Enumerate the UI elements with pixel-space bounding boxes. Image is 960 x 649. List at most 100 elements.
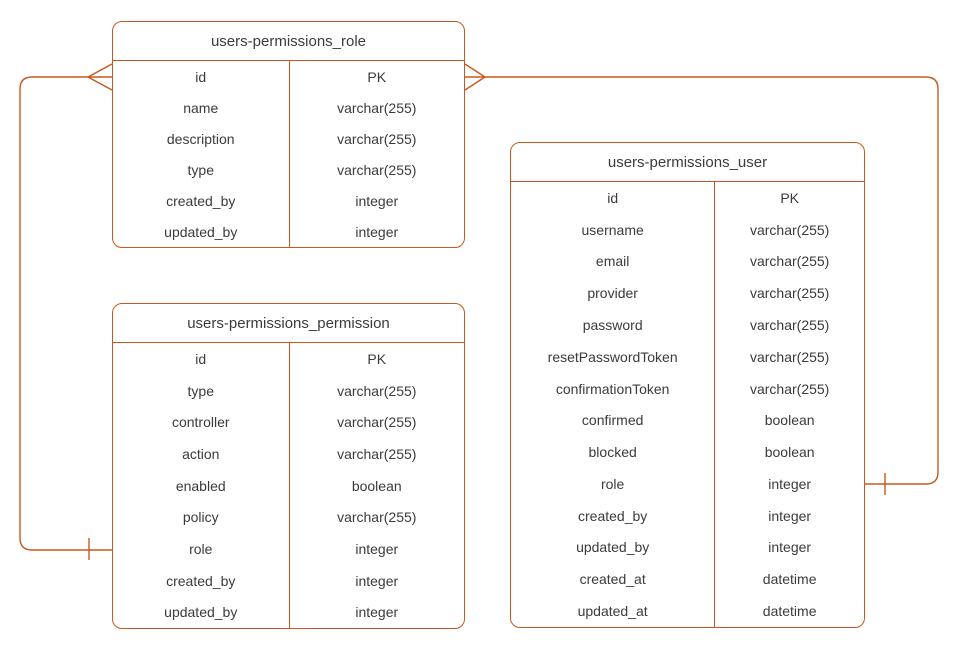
field-type: varchar(255) (288, 154, 465, 185)
field-type: PK (288, 343, 465, 375)
entity-table-users-permissions-role[interactable]: users-permissions_role id PK name varchar(2… (112, 21, 465, 248)
table-row: role integer (113, 533, 464, 565)
table-row: created_by integer (113, 564, 465, 597)
field-type: varchar(255) (288, 374, 465, 407)
field-name: role (189, 540, 213, 557)
field-type: integer (288, 564, 465, 597)
field-type: varchar(255) (714, 245, 864, 278)
field-name: email (595, 253, 630, 270)
entity-table-rows: id PK type varchar(255) controller varchar(25… (113, 343, 465, 629)
connector-line (485, 76, 939, 485)
field-type: varchar(255) (714, 213, 864, 246)
table-row: email varchar(255) (511, 245, 864, 278)
field-name: name (183, 99, 219, 116)
field-name: id (195, 68, 207, 85)
table-row: resetPasswordToken varchar(255) (511, 340, 864, 373)
field-name: action (182, 445, 220, 462)
table-row: confirmationToken varchar(255) (511, 372, 864, 405)
table-row: updated_by integer (113, 596, 465, 629)
field-type: varchar(255) (288, 92, 465, 123)
field-name: created_by (166, 572, 236, 589)
table-row: created_at datetime (511, 563, 864, 596)
field-name: enabled (175, 477, 226, 494)
relationship-role-permission[interactable] (19, 63, 113, 560)
table-row: password varchar(255) (511, 309, 864, 341)
field-type: varchar(255) (714, 309, 864, 341)
table-row: id PK (511, 182, 864, 214)
entity-table-title: users-permissions_role (113, 22, 464, 61)
table-row: policy varchar(255) (113, 501, 465, 534)
connector-line (19, 76, 112, 551)
table-row: created_by integer (511, 499, 864, 532)
field-name: blocked (588, 444, 637, 461)
field-type: varchar(255) (288, 438, 465, 470)
field-name: created_by (166, 192, 236, 209)
table-row: updated_by integer (113, 216, 464, 247)
field-type: boolean (714, 404, 864, 437)
field-name: updated_by (576, 539, 650, 556)
field-name: type (187, 161, 214, 178)
table-row: confirmed boolean (511, 404, 864, 437)
field-type: varchar(255) (714, 372, 864, 405)
field-type: integer (714, 531, 864, 564)
field-type: varchar(255) (288, 501, 465, 534)
field-type: integer (288, 216, 465, 247)
field-type: boolean (288, 469, 465, 502)
table-row: id PK (113, 343, 464, 375)
field-name: type (187, 382, 214, 399)
field-type: varchar(255) (288, 123, 465, 154)
field-name: id (607, 189, 619, 206)
field-name: controller (171, 414, 230, 431)
field-name: created_at (579, 571, 646, 588)
field-type: integer (714, 499, 864, 532)
field-name: id (195, 350, 207, 367)
field-name: confirmed (581, 412, 644, 429)
crow-foot-many-icon (464, 63, 487, 91)
field-type: varchar(255) (288, 406, 465, 439)
table-row: controller varchar(255) (113, 406, 465, 439)
field-name: description (166, 130, 235, 147)
table-row: id PK (113, 61, 464, 92)
field-name: updated_by (164, 223, 238, 240)
field-type: varchar(255) (714, 340, 864, 373)
field-name: created_by (578, 507, 648, 524)
field-name: resetPasswordToken (547, 348, 678, 365)
table-row: role integer (511, 468, 864, 500)
field-type: integer (288, 596, 465, 629)
field-name: password (582, 317, 643, 334)
crow-foot-many-icon (86, 63, 113, 91)
entity-table-users-permissions-user[interactable]: users-permissions_user id PK username varch… (510, 142, 865, 628)
table-row: updated_by integer (511, 531, 864, 564)
field-name: policy (182, 509, 219, 526)
table-row: type varchar(255) (113, 154, 464, 185)
table-row: description varchar(255) (113, 123, 464, 154)
field-name: updated_by (164, 604, 238, 621)
relationship-role-user[interactable] (464, 63, 939, 495)
entity-table-rows: id PK username varchar(255) email varchar(255… (511, 182, 864, 627)
field-type: boolean (714, 436, 864, 469)
field-type: integer (714, 468, 864, 500)
field-type: integer (288, 533, 465, 565)
field-name: confirmationToken (555, 380, 670, 397)
table-row: blocked boolean (511, 436, 864, 469)
table-row: username varchar(255) (511, 213, 864, 246)
table-row: type varchar(255) (113, 374, 465, 407)
field-name: provider (587, 285, 638, 302)
entity-table-users-permissions-permission[interactable]: users-permissions_permission id PK type var… (112, 303, 465, 629)
field-type: datetime (714, 595, 864, 627)
table-row: name varchar(255) (113, 92, 464, 123)
field-type: PK (714, 182, 864, 214)
entity-table-rows: id PK name varchar(255) description varchar(2… (113, 61, 464, 247)
field-type: varchar(255) (714, 277, 864, 310)
table-row: action varchar(255) (113, 438, 464, 470)
field-name: role (600, 475, 625, 492)
entity-table-title: users-permissions_user (511, 143, 864, 182)
field-name: username (581, 221, 644, 238)
field-type: PK (288, 61, 465, 92)
field-type: datetime (714, 563, 864, 596)
table-row: enabled boolean (113, 469, 465, 502)
entity-table-title: users-permissions_permission (113, 304, 464, 343)
